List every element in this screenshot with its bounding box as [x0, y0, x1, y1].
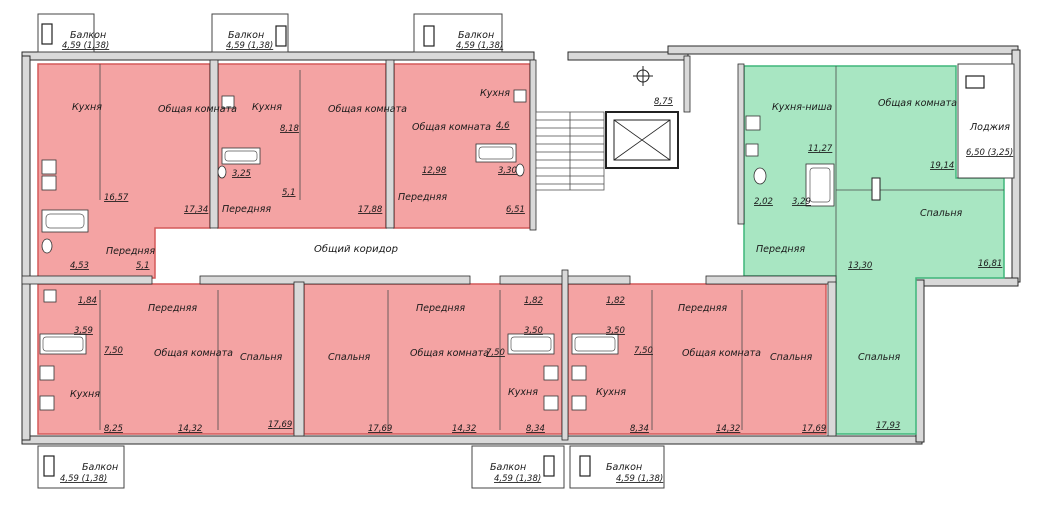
apt7-living: Общая комната: [682, 348, 761, 359]
apt2-a-bath: 3,25: [232, 169, 251, 179]
fixtures: [39, 89, 881, 411]
apt1-a-living: 17,34: [184, 205, 208, 215]
apt2-hall: Передняя: [222, 204, 271, 215]
balcony-bot1-area: 4,59 (1,38): [60, 474, 107, 484]
apt2-a-kitchen: 8,18: [280, 124, 300, 134]
apt3-hall: Передняя: [398, 192, 447, 203]
apt5-a-kitchen: 8,25: [104, 424, 123, 434]
apt3-a-living: 12,98: [422, 166, 447, 176]
apt6-a-bath: 3,50: [524, 326, 543, 336]
apt7-hall: Передняя: [678, 303, 727, 314]
apt4-a-bed1: 16,81: [978, 259, 1002, 269]
apt5-living: Общая комната: [154, 348, 233, 359]
apt6-kitchen: Кухня: [508, 387, 538, 398]
apt6-a-living: 14,32: [452, 424, 476, 434]
apt5-a-bath: 3,59: [74, 326, 93, 336]
apt1-hall: Передняя: [106, 246, 155, 257]
apt6-bedroom: Спальня: [328, 352, 371, 363]
balcony-bot3-area: 4,59 (1,38): [616, 474, 663, 484]
balcony-top1-name: Балкон: [70, 30, 106, 41]
balcony-bot1-name: Балкон: [82, 462, 118, 473]
apt4-kitchen: Кухня-ниша: [772, 102, 832, 113]
apartment-7[interactable]: [567, 283, 827, 435]
apartment-5[interactable]: [37, 283, 295, 435]
north-marker-icon: [633, 66, 653, 86]
apt5-a-bed: 17,69: [268, 420, 292, 430]
apt5-hall: Передняя: [148, 303, 197, 314]
elevator-shaft: [605, 111, 679, 169]
balcony-top2-name: Балкон: [228, 30, 264, 41]
apt1-kitchen: Кухня: [72, 102, 102, 113]
apt3-a-kitchen: 4,6: [496, 121, 510, 131]
loggia-area: 6,50 (3,25): [966, 148, 1013, 158]
apt4-a-bed2: 17,93: [876, 421, 900, 431]
stair-area: 8,75: [654, 97, 673, 107]
balcony-bot3-name: Балкон: [606, 462, 642, 473]
apt4-a-bath: 3,29: [792, 197, 811, 207]
apt6-a-hall: 7,50: [486, 348, 505, 358]
stairwell: [535, 111, 605, 191]
apt3-a-bath: 3,30: [498, 166, 517, 176]
apt2-a-hall: 5,1: [282, 188, 296, 198]
apt6-hall: Передняя: [416, 303, 465, 314]
balcony-top3-name: Балкон: [458, 30, 494, 41]
balcony-bot2-name: Балкон: [490, 462, 526, 473]
apt7-bedroom: Спальня: [770, 352, 813, 363]
apt1-living: Общая комната: [158, 104, 237, 115]
apt6-a-bed: 17,69: [368, 424, 392, 434]
balcony-bot2-area: 4,59 (1,38): [494, 474, 541, 484]
balcony-top3-area: 4,59 (1,38): [456, 41, 503, 51]
apt7-a-wc: 1,82: [606, 296, 625, 306]
apt6-a-kitchen: 8,34: [526, 424, 545, 434]
apt5-a-hall: 7,50: [104, 346, 123, 356]
apt7-kitchen: Кухня: [596, 387, 626, 398]
corridor-label: Общий коридор: [314, 243, 398, 255]
apt3-a-hall: 6,51: [506, 205, 525, 215]
apt4-a-wc: 2,02: [754, 197, 773, 207]
apt4-bed2: Спальня: [858, 352, 901, 363]
apt3-living: Общая комната: [412, 122, 491, 133]
apt7-a-bed: 17,69: [802, 424, 826, 434]
apt4-a-hall: 13,30: [848, 261, 872, 271]
apartment-2[interactable]: [217, 63, 387, 229]
apt6-living: Общая комната: [410, 348, 489, 359]
apt2-a-living: 17,88: [358, 205, 383, 215]
apt4-bed1: Спальня: [920, 208, 963, 219]
apt2-kitchen: Кухня: [252, 102, 282, 113]
apt5-kitchen: Кухня: [70, 389, 100, 400]
balcony-top2-area: 4,59 (1,38): [226, 41, 273, 51]
apt4-living: Общая комната: [878, 98, 957, 109]
apt1-a-bath: 4,53: [70, 261, 89, 271]
interior-walls: [21, 55, 1004, 441]
apt5-a-wc: 1,84: [78, 296, 97, 306]
apt2-living: Общая комната: [328, 104, 407, 115]
apt7-a-kitchen: 8,34: [630, 424, 649, 434]
apt5-a-living: 14,32: [178, 424, 202, 434]
apt4-hall: Передняя: [756, 244, 805, 255]
apt5-bedroom: Спальня: [240, 352, 283, 363]
apt1-a-kitchen: 16,57: [104, 193, 129, 203]
loggia-name: Лоджия: [969, 122, 1010, 133]
balcony-boxes: [37, 13, 1015, 489]
balcony-top1-area: 4,59 (1,38): [62, 41, 109, 51]
apt7-a-bath: 3,50: [606, 326, 625, 336]
apt4-a-living: 19,14: [930, 161, 954, 171]
apt4-a-kitchen: 11,27: [808, 144, 833, 154]
apt6-a-wc: 1,82: [524, 296, 543, 306]
apt7-a-living: 14,32: [716, 424, 740, 434]
apt1-a-hall: 5,1: [136, 261, 150, 271]
apt7-a-hall: 7,50: [634, 346, 653, 356]
apt3-kitchen: Кухня: [480, 88, 510, 99]
